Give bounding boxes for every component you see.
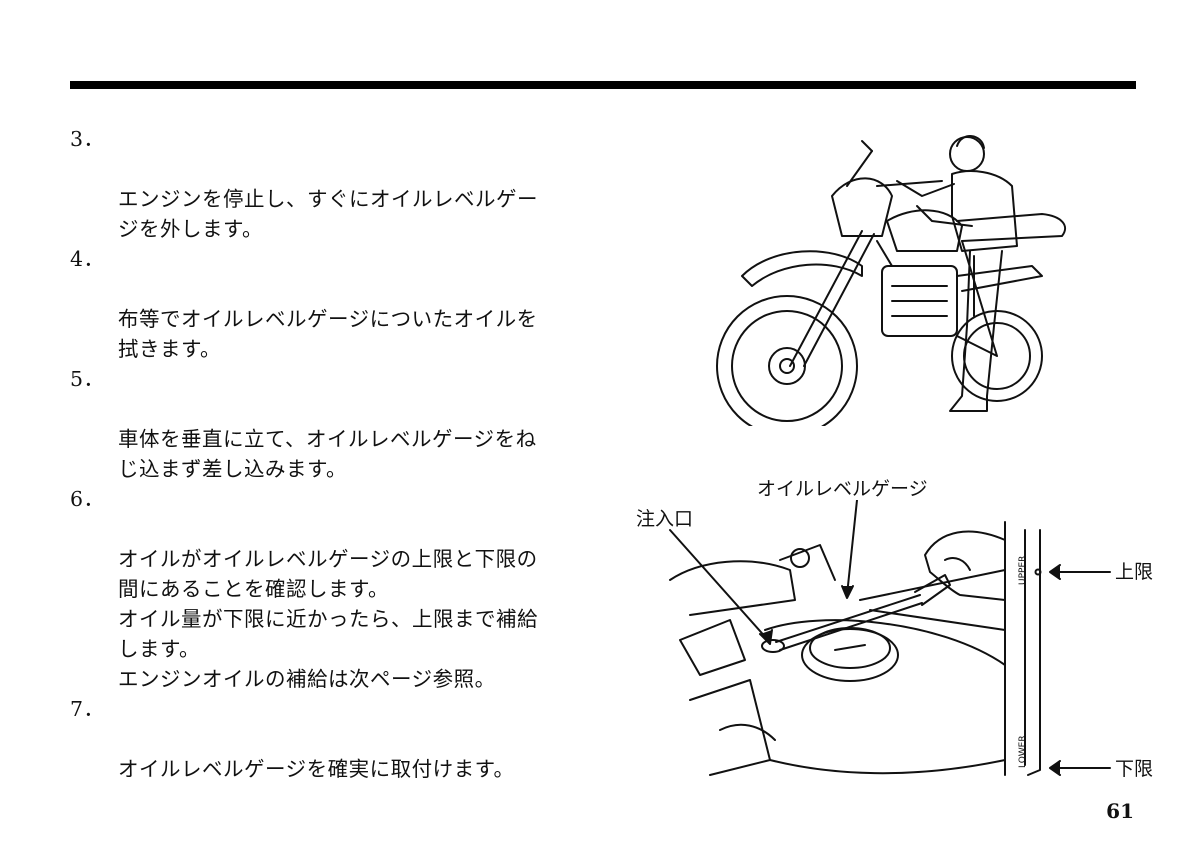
step-4: 4． 布等でオイルレベルゲージについたオイルを 拭きます。 bbox=[70, 244, 590, 364]
upper-mark-text: UPPER bbox=[1018, 555, 1028, 585]
rider-motorcycle-illustration bbox=[712, 126, 1092, 426]
step-text: オイルレベルゲージを確実に取付けます。 bbox=[118, 757, 515, 781]
step-3: 3． エンジンを停止し、すぐにオイルレベルゲー ジを外します。 bbox=[70, 124, 590, 244]
lower-limit-label: 下限 bbox=[1115, 758, 1154, 780]
step-7: 7． オイルレベルゲージを確実に取付けます。 bbox=[70, 694, 590, 784]
step-number: 6． bbox=[70, 487, 105, 511]
step-text: エンジンを停止し、すぐにオイルレベルゲー ジを外します。 bbox=[118, 187, 538, 241]
oil-level-gauge-label: オイルレベルゲージ bbox=[757, 478, 928, 500]
step-number: 7． bbox=[70, 697, 105, 721]
step-text: オイルがオイルレベルゲージの上限と下限の 間にあることを確認します。 オイル量が… bbox=[118, 547, 538, 691]
upper-limit-label: 上限 bbox=[1115, 561, 1154, 583]
step-5: 5． 車体を垂直に立て、オイルレベルゲージをね じ込まず差し込みます。 bbox=[70, 364, 590, 484]
step-text: 布等でオイルレベルゲージについたオイルを 拭きます。 bbox=[118, 307, 538, 361]
step-number: 3． bbox=[70, 127, 105, 151]
page-number: 61 bbox=[1106, 799, 1134, 823]
procedure-steps: 3． エンジンを停止し、すぐにオイルレベルゲー ジを外します。 4． 布等でオイ… bbox=[70, 124, 590, 784]
lower-mark-text: LOWER bbox=[1018, 735, 1028, 768]
step-text: 車体を垂直に立て、オイルレベルゲージをね じ込まず差し込みます。 bbox=[118, 427, 537, 481]
oil-filler-label: 注入口 bbox=[636, 508, 694, 530]
step-6: 6． オイルがオイルレベルゲージの上限と下限の 間にあることを確認します。 オイ… bbox=[70, 484, 590, 694]
top-rule bbox=[70, 81, 1136, 89]
step-number: 5． bbox=[70, 367, 105, 391]
oil-gauge-illustration: UPPER LOWER bbox=[660, 500, 1160, 790]
step-number: 4． bbox=[70, 247, 105, 271]
